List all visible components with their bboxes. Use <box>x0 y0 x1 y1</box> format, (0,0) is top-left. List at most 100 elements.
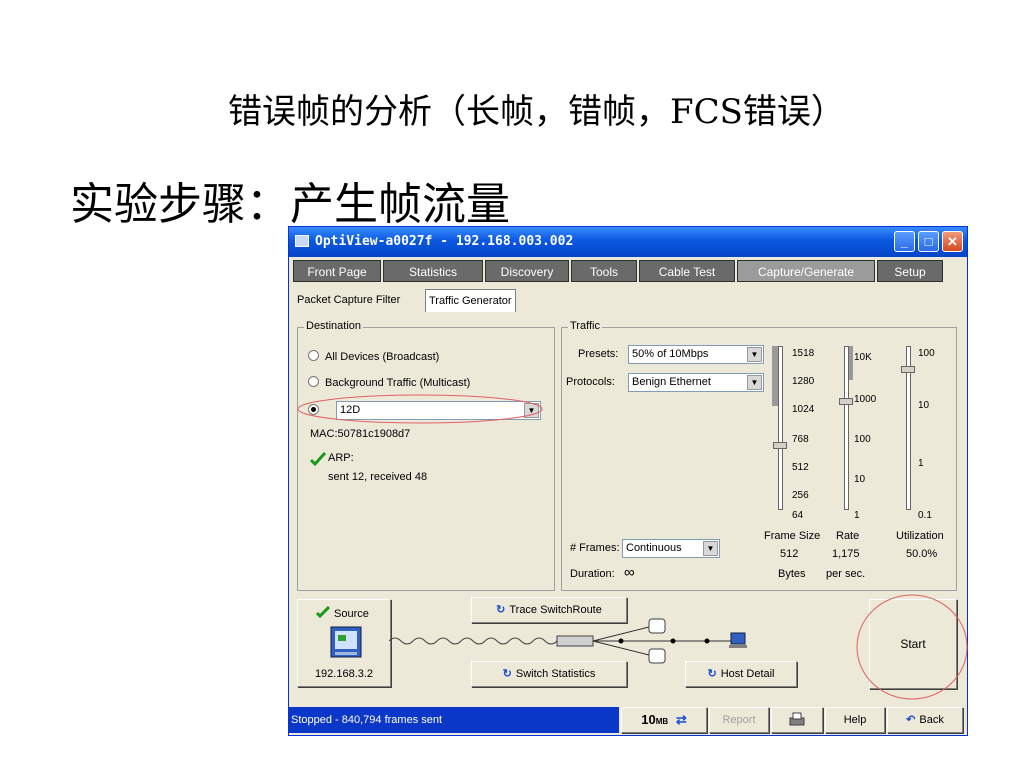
duration-value: ∞ <box>624 564 635 581</box>
monitor-icon <box>330 626 362 658</box>
chevron-down-icon[interactable]: ▼ <box>747 347 762 362</box>
utilization-title: Utilization <box>896 530 944 542</box>
link-icon: ⇄ <box>675 712 687 727</box>
arrow-icon: ↻ <box>496 604 506 616</box>
radio-indicator-selected[interactable] <box>308 404 319 415</box>
trace-label: Trace SwitchRoute <box>509 604 602 616</box>
destination-select[interactable]: 12D ▼ <box>336 401 541 420</box>
utilization-value: 50.0% <box>906 548 938 560</box>
radio-label: Background Traffic (Multicast) <box>325 377 471 389</box>
mac-address: MAC:50781c1908d7 <box>310 428 411 440</box>
frame-size-value: 512 <box>780 548 799 560</box>
frame-size-title: Frame Size <box>764 530 821 542</box>
report-button[interactable]: Report <box>709 707 769 733</box>
frame-size-track[interactable] <box>778 346 783 510</box>
tab-statistics[interactable]: Statistics <box>383 260 483 282</box>
radio-all-devices[interactable]: All Devices (Broadcast) <box>308 350 439 363</box>
frame-size-unit: Bytes <box>778 568 806 580</box>
rate-value: 1,175 <box>832 548 860 560</box>
utilization-tick: 0.1 <box>918 510 932 521</box>
window-titlebar[interactable]: OptiView-a0027f - 192.168.003.002 _ □ ✕ <box>289 227 967 257</box>
start-label: Start <box>900 637 926 651</box>
print-button[interactable] <box>771 707 823 733</box>
rate-track[interactable] <box>844 346 849 510</box>
frames-label: # Frames: <box>570 542 620 554</box>
switch-stats-label: Switch Statistics <box>515 668 596 680</box>
traffic-legend: Traffic <box>568 320 602 332</box>
arrow-icon: ↻ <box>707 668 717 680</box>
printer-icon <box>789 712 805 726</box>
rate-tick: 10 <box>854 474 866 485</box>
frame-size-tick: 1518 <box>792 348 815 359</box>
switch-icon <box>556 635 594 647</box>
radio-indicator[interactable] <box>308 376 319 387</box>
status-text: Stopped - 840,794 frames sent <box>289 707 619 733</box>
utilization-track[interactable] <box>906 346 911 510</box>
highlight-ellipse <box>297 394 543 424</box>
destination-select-value: 12D <box>340 404 361 416</box>
presets-value: 50% of 10Mbps <box>632 348 709 360</box>
back-button[interactable]: ↶Back <box>887 707 963 733</box>
rate-tick: 1000 <box>854 394 877 405</box>
radio-label: All Devices (Broadcast) <box>325 351 440 363</box>
chevron-down-icon[interactable]: ▼ <box>703 541 718 556</box>
start-button[interactable]: Start <box>869 599 957 689</box>
tab-capture-generate[interactable]: Capture/Generate <box>737 260 875 282</box>
rate-thumb[interactable] <box>839 398 853 405</box>
speed-value: 10 <box>641 712 656 727</box>
presets-select[interactable]: 50% of 10Mbps ▼ <box>628 345 764 364</box>
help-button[interactable]: Help <box>825 707 885 733</box>
utilization-tick: 100 <box>918 348 935 359</box>
host-detail-label: Host Detail <box>720 668 775 680</box>
tab-front-page[interactable]: Front Page <box>293 260 381 282</box>
switch-statistics-button[interactable]: ↻Switch Statistics <box>471 661 627 687</box>
frames-select[interactable]: Continuous ▼ <box>622 539 720 558</box>
utilization-tick: 1 <box>918 458 924 469</box>
slide-heading: 实验步骤：产生帧流量 <box>70 179 510 230</box>
speed-indicator[interactable]: 10MB ⇄ <box>621 707 707 733</box>
protocols-select[interactable]: Benign Ethernet ▼ <box>628 373 764 392</box>
frame-size-fill <box>772 346 779 406</box>
trace-switchroute-button[interactable]: ↻Trace SwitchRoute <box>471 597 627 623</box>
chevron-down-icon[interactable]: ▼ <box>747 375 762 390</box>
radio-background-traffic[interactable]: Background Traffic (Multicast) <box>308 376 470 389</box>
arp-label: ARP: <box>328 452 354 464</box>
rate-title: Rate <box>836 530 860 542</box>
radio-specific-device[interactable] <box>308 404 325 417</box>
slide-title: 错误帧的分析（长帧，错帧，FCS错误） <box>228 92 845 132</box>
protocols-label: Protocols: <box>566 376 615 388</box>
subtab-packet-capture-filter[interactable]: Packet Capture Filter <box>297 294 401 306</box>
network-topology <box>389 618 747 664</box>
start-highlight-circle <box>856 594 968 700</box>
close-button[interactable]: ✕ <box>942 231 963 252</box>
utilization-tick: 10 <box>918 400 930 411</box>
host-detail-button[interactable]: ↻Host Detail <box>685 661 797 687</box>
optiview-window: OptiView-a0027f - 192.168.003.002 _ □ ✕ … <box>288 226 968 736</box>
source-button[interactable]: Source 192.168.3.2 <box>297 599 391 687</box>
subtab-traffic-generator[interactable]: Traffic Generator <box>425 289 516 312</box>
source-ip: 192.168.3.2 <box>314 668 374 680</box>
minimize-button[interactable]: _ <box>894 231 915 252</box>
host-computer-icon <box>729 632 747 648</box>
speed-unit: MB <box>655 717 669 726</box>
frame-size-tick: 1280 <box>792 376 815 387</box>
frame-size-thumb[interactable] <box>773 442 787 449</box>
radio-indicator[interactable] <box>308 350 319 361</box>
frame-size-tick: 1024 <box>792 404 815 415</box>
utilization-thumb[interactable] <box>901 366 915 373</box>
maximize-button[interactable]: □ <box>918 231 939 252</box>
presets-label: Presets: <box>578 348 619 360</box>
tab-cable-test[interactable]: Cable Test <box>639 260 735 282</box>
rate-tick: 10K <box>854 352 872 363</box>
check-icon <box>316 606 330 618</box>
duration-label: Duration: <box>570 568 615 580</box>
source-label: Source <box>334 608 369 620</box>
rate-unit: per sec. <box>826 568 866 580</box>
destination-group: Destination All Devices (Broadcast) Back… <box>297 320 555 591</box>
window-title: OptiView-a0027f - 192.168.003.002 <box>315 234 574 249</box>
tab-discovery[interactable]: Discovery <box>485 260 569 282</box>
tab-tools[interactable]: Tools <box>571 260 637 282</box>
rate-fill <box>846 346 853 380</box>
protocols-value: Benign Ethernet <box>632 376 711 388</box>
tab-setup[interactable]: Setup <box>877 260 943 282</box>
